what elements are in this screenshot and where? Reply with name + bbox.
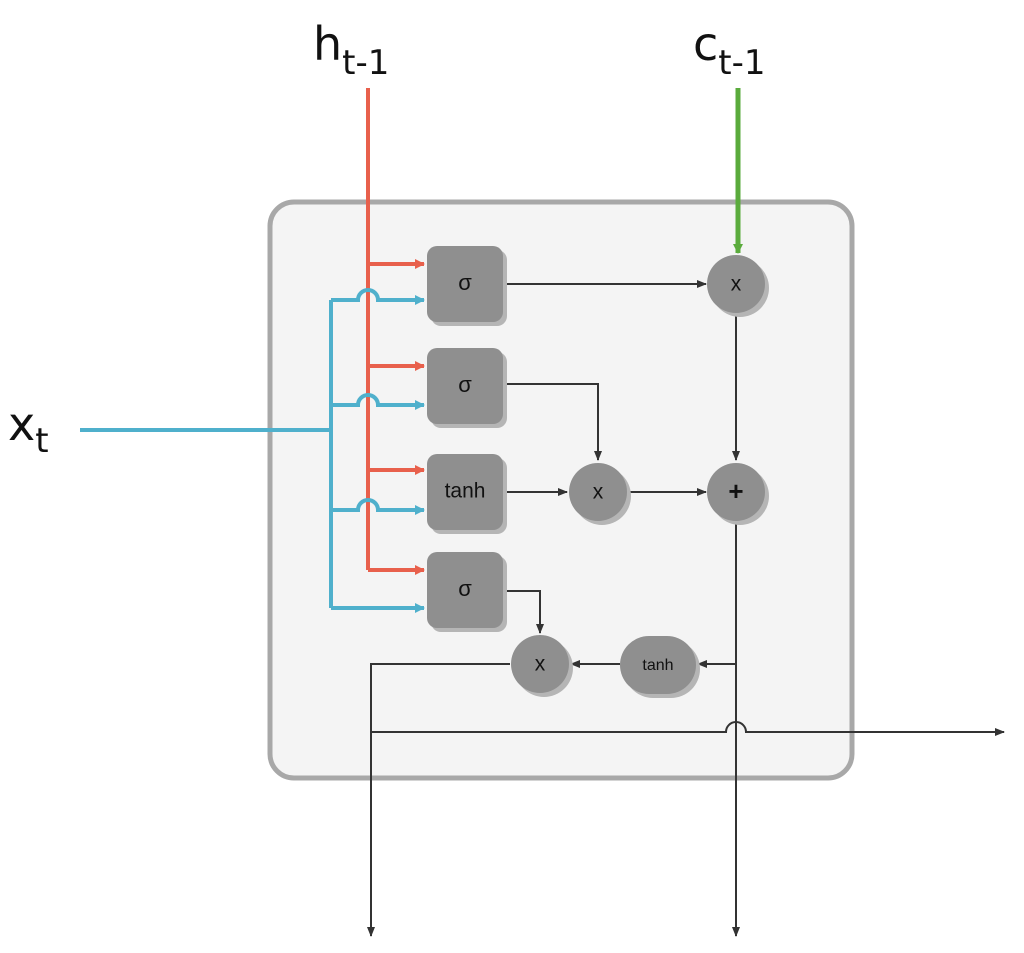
input-multiply-circle bbox=[569, 463, 627, 521]
input-gate-label: σ bbox=[458, 372, 472, 397]
input-to-forget-gate-arrow bbox=[331, 288, 425, 305]
flow-lines bbox=[367, 280, 1005, 937]
output-gate-label: σ bbox=[458, 576, 472, 601]
x-t-label: xt bbox=[8, 397, 49, 461]
cell-tanh-pill bbox=[620, 636, 696, 694]
output-multiply-label: x bbox=[535, 653, 546, 676]
input-gate-to-multiply-arrow bbox=[504, 383, 602, 461]
input-multiply-label: x bbox=[593, 481, 604, 504]
input-to-input-gate-arrow bbox=[331, 393, 425, 410]
x-t-base: x bbox=[8, 397, 35, 451]
output-multiply-node: x bbox=[511, 635, 573, 697]
output-gate-to-multiply-arrow bbox=[504, 590, 544, 634]
cell-add-label: + bbox=[728, 476, 743, 506]
cell-add-circle bbox=[707, 463, 765, 521]
candidate-gate-box bbox=[427, 454, 503, 530]
cell-tanh-label: tanh bbox=[642, 657, 673, 674]
forget-multiply-label: x bbox=[731, 273, 742, 296]
output-multiply-circle bbox=[511, 635, 569, 693]
hidden-state-lines bbox=[366, 88, 425, 575]
input-to-candidate-gate-arrow bbox=[331, 498, 425, 515]
input-gate-box bbox=[427, 348, 503, 424]
x-t-subscript: t bbox=[35, 421, 48, 461]
forget-multiply-node: x bbox=[707, 255, 769, 317]
hidden-state-right-output-arrow bbox=[371, 721, 1005, 736]
output-gate-box bbox=[427, 552, 503, 628]
cell-add-node: + bbox=[707, 463, 769, 525]
h-prev-base: h bbox=[313, 17, 342, 71]
h-prev-label: ht-1 bbox=[313, 17, 389, 83]
forget-gate-label: σ bbox=[458, 270, 472, 295]
forget-multiply-circle bbox=[707, 255, 765, 313]
h-prev-subscript: t-1 bbox=[342, 43, 389, 83]
output-gate: σ bbox=[427, 552, 507, 632]
c-prev-subscript: t-1 bbox=[718, 43, 765, 83]
hidden-state-output-arrow bbox=[367, 663, 510, 937]
c-prev-base: c bbox=[693, 17, 718, 71]
candidate-gate-label: tanh bbox=[445, 480, 486, 503]
cell-tanh-node: tanh bbox=[620, 636, 700, 698]
c-prev-label: ct-1 bbox=[693, 17, 766, 83]
forget-gate-box bbox=[427, 246, 503, 322]
input-gate: σ bbox=[427, 348, 507, 428]
candidate-gate: tanh bbox=[427, 454, 507, 534]
input-multiply-node: x bbox=[569, 463, 631, 525]
forget-gate: σ bbox=[427, 246, 507, 326]
input-lines bbox=[80, 288, 425, 613]
